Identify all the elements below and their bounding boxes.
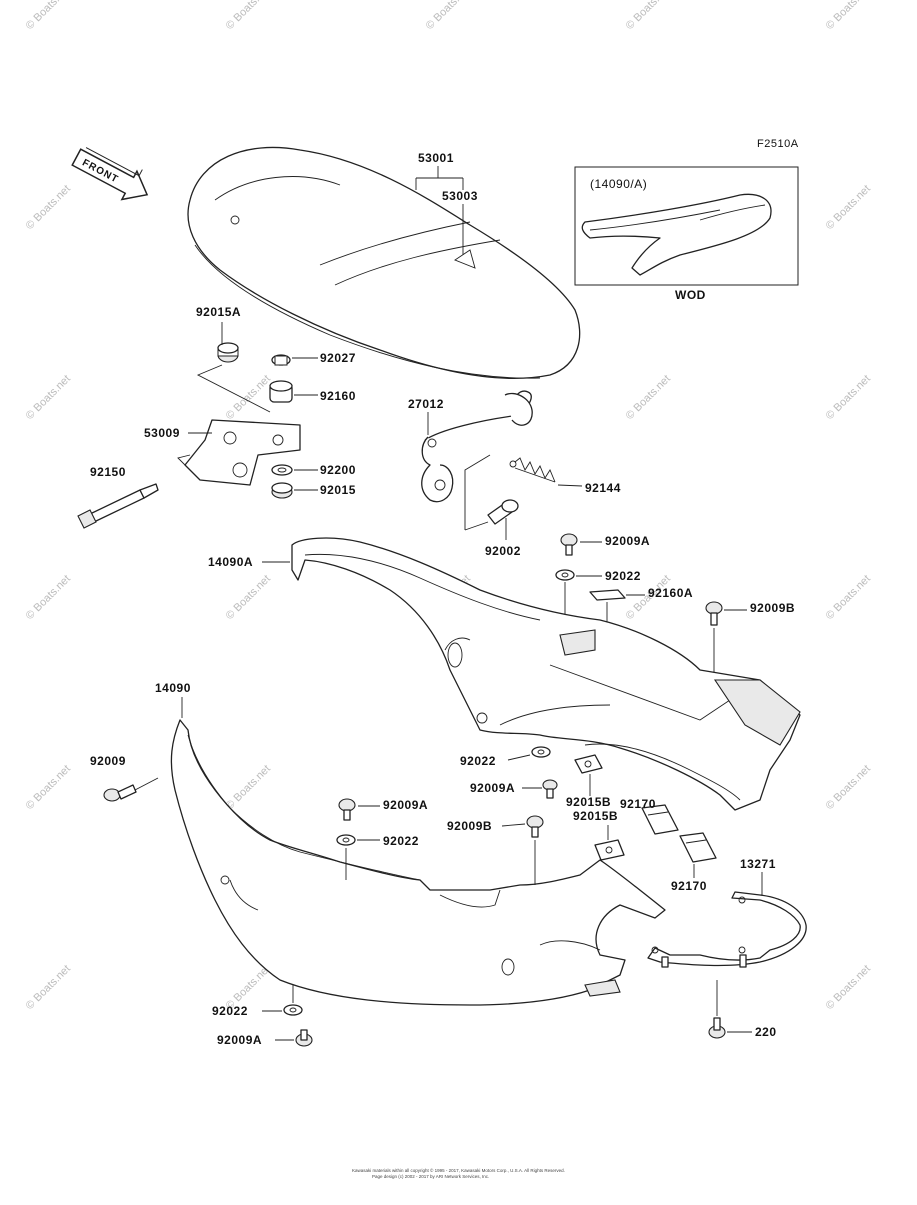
copyright-line-1: Kawasaki materials within all copyright …	[352, 1167, 565, 1173]
label-92022-bottom: 92022	[212, 1004, 248, 1018]
label-92200: 92200	[320, 463, 356, 477]
watermark: © Boats.net	[824, 0, 873, 32]
bracket-13271	[647, 891, 807, 968]
watermark: © Boats.net	[824, 963, 873, 1012]
figure-code: F2510A	[757, 138, 799, 150]
washer-92022-top	[555, 569, 575, 581]
watermark: © Boats.net	[24, 963, 73, 1012]
label-92015B-2: 92015B	[573, 809, 618, 823]
label-92150: 92150	[90, 465, 126, 479]
grommet-92015A	[217, 342, 239, 363]
watermark: © Boats.net	[424, 0, 473, 32]
clip-92170-lower	[679, 832, 717, 863]
label-92170-2: 92170	[671, 879, 707, 893]
washer-92022-lower	[336, 834, 356, 846]
label-92009A-mid: 92009A	[470, 781, 515, 795]
label-220: 220	[755, 1025, 777, 1039]
seat	[187, 146, 581, 380]
grommet-92015	[271, 482, 293, 499]
nut-92015B-lower	[594, 839, 625, 861]
washer-92200	[271, 464, 293, 476]
screw-92009B-right	[705, 601, 723, 626]
label-92160A: 92160A	[648, 586, 693, 600]
label-92160: 92160	[320, 389, 356, 403]
side-cover-14090	[170, 719, 666, 1006]
bolt-92150	[77, 483, 159, 529]
watermark: © Boats.net	[24, 573, 73, 622]
label-14090: 14090	[155, 681, 191, 695]
label-53003: 53003	[442, 189, 478, 203]
inset-caption: WOD	[675, 288, 706, 302]
side-cover-14090A	[291, 537, 801, 811]
label-92022-top: 92022	[605, 569, 641, 583]
watermark: © Boats.net	[224, 573, 273, 622]
label-92022-lower: 92022	[383, 834, 419, 848]
screw-92009-left	[103, 784, 137, 802]
pad-92160A	[589, 589, 626, 601]
watermark: © Boats.net	[24, 373, 73, 422]
washer-92022-bottom	[283, 1004, 303, 1016]
bracket-53009	[177, 419, 301, 486]
label-92170-1: 92170	[620, 797, 656, 811]
watermark: © Boats.net	[224, 763, 273, 812]
copyright-line-2: Page design (c) 2002 - 2017 by ARI Netwo…	[372, 1174, 489, 1179]
pin-92002	[487, 499, 519, 525]
label-53001: 53001	[418, 151, 454, 165]
screw-220	[708, 1017, 726, 1039]
hook-27012	[421, 390, 533, 503]
watermark: © Boats.net	[224, 373, 273, 422]
label-92009A-top: 92009A	[605, 534, 650, 548]
screw-92009A-top	[560, 533, 578, 556]
front-arrow-icon: FRONT	[71, 147, 149, 201]
watermark: © Boats.net	[824, 373, 873, 422]
damper-92160	[269, 380, 293, 403]
watermark: © Boats.net	[824, 573, 873, 622]
label-92009B-right: 92009B	[750, 601, 795, 615]
spring-92144	[509, 457, 556, 483]
label-92027: 92027	[320, 351, 356, 365]
label-92009B-lower: 92009B	[447, 819, 492, 833]
label-92022-mid: 92022	[460, 754, 496, 768]
label-92015A: 92015A	[196, 305, 241, 319]
label-13271: 13271	[740, 857, 776, 871]
watermark: © Boats.net	[24, 0, 73, 32]
label-92009A-lower: 92009A	[383, 798, 428, 812]
watermark: © Boats.net	[824, 763, 873, 812]
watermark: © Boats.net	[24, 183, 73, 232]
collar-92027	[271, 354, 291, 366]
inset-box: (14090/A) WOD	[574, 166, 799, 302]
label-92015: 92015	[320, 483, 356, 497]
screw-92009A-lower	[338, 798, 356, 821]
label-53009: 53009	[144, 426, 180, 440]
label-14090A: 14090A	[208, 555, 253, 569]
label-92002: 92002	[485, 544, 521, 558]
watermark: © Boats.net	[824, 183, 873, 232]
label-92015B-1: 92015B	[566, 795, 611, 809]
screw-92009A-bottom	[295, 1029, 313, 1047]
watermark: © Boats.net	[624, 0, 673, 32]
screw-92009A-mid	[542, 779, 558, 799]
screw-92009B-lower	[526, 815, 544, 838]
watermark: © Boats.net	[624, 373, 673, 422]
label-92009: 92009	[90, 754, 126, 768]
washer-92022-mid	[531, 746, 551, 758]
clip-92170-upper	[641, 804, 679, 835]
watermark: © Boats.net	[224, 0, 273, 32]
nut-92015B-upper	[574, 754, 603, 774]
label-27012: 27012	[408, 397, 444, 411]
inset-ref-label: (14090/A)	[590, 177, 647, 191]
label-92144: 92144	[585, 481, 621, 495]
watermark: © Boats.net	[24, 763, 73, 812]
label-92009A-bottom: 92009A	[217, 1033, 262, 1047]
